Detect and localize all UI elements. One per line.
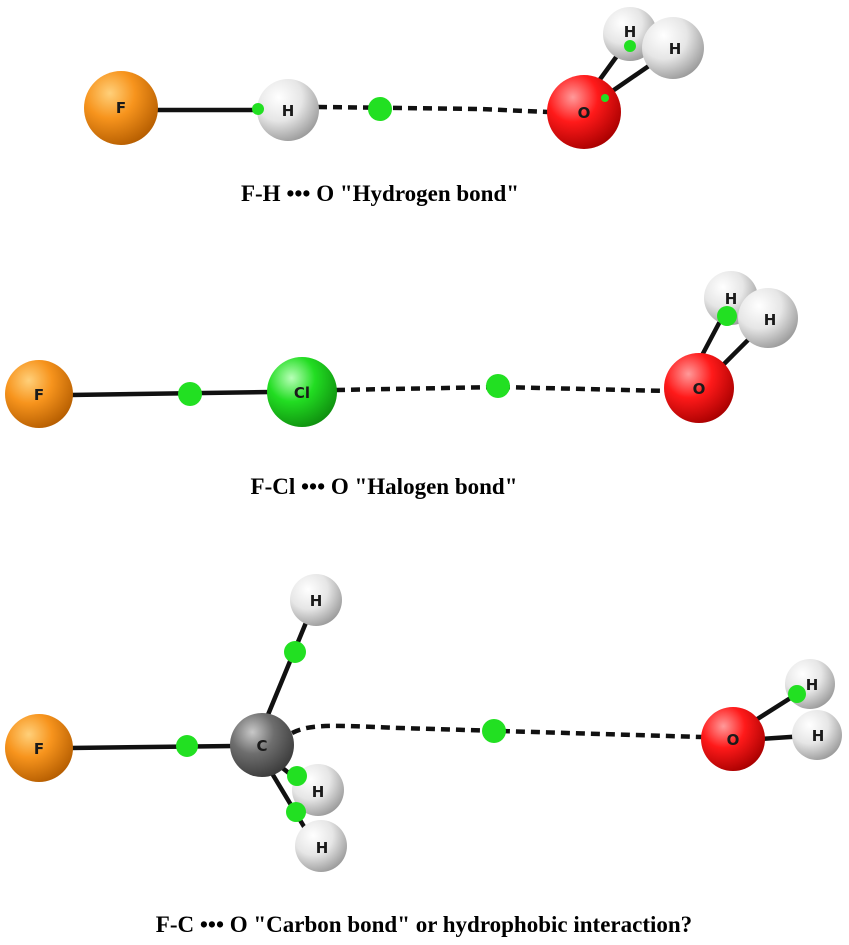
caption-carbon-bond: F-C ••• O "Carbon bond" or hydrophobic i… bbox=[156, 912, 692, 937]
critical-point-co bbox=[482, 719, 506, 743]
panel-halogen-bond: F Cl O H H F-Cl ••• O "Halogen bond" bbox=[5, 271, 798, 499]
bond-c-h-top bbox=[262, 605, 315, 725]
hydrogen-label-bottom: H bbox=[316, 839, 329, 857]
carbon-label: C bbox=[256, 737, 267, 755]
hydrogen-label-top: H bbox=[310, 592, 323, 610]
water-hydrogen-label-2: H bbox=[812, 727, 825, 745]
fluorine-label: F bbox=[34, 386, 44, 404]
water-hydrogen-label-2: H bbox=[764, 311, 777, 329]
critical-point-oh-water-1 bbox=[717, 306, 737, 326]
oxygen-atom bbox=[701, 707, 765, 771]
fluorine-label: F bbox=[116, 99, 126, 117]
critical-point-ch-mid bbox=[287, 766, 307, 786]
critical-point-fc bbox=[176, 735, 198, 757]
hydrogen-bond-dashed bbox=[317, 104, 549, 115]
critical-point-ch-bot bbox=[286, 802, 306, 822]
critical-point-ch-top bbox=[284, 641, 306, 663]
critical-point-oh-water-2 bbox=[601, 94, 609, 102]
critical-point-oh-water-1 bbox=[788, 685, 806, 703]
panel-hydrogen-bond: F H O H H F-H ••• O "Hydrogen bond" bbox=[84, 7, 704, 206]
water-hydrogen-atom-2 bbox=[792, 710, 842, 760]
oxygen-label: O bbox=[578, 104, 591, 122]
caption-hydrogen-bond: F-H ••• O "Hydrogen bond" bbox=[241, 181, 519, 206]
oxygen-label: O bbox=[727, 731, 740, 749]
carbon-bond-dashed bbox=[290, 723, 703, 740]
fluorine-atom bbox=[5, 714, 73, 782]
chlorine-label: Cl bbox=[294, 384, 310, 402]
water-hydrogen-label-1: H bbox=[725, 290, 738, 308]
oxygen-atom bbox=[547, 75, 621, 149]
critical-point-ho bbox=[368, 97, 392, 121]
fluorine-label: F bbox=[34, 740, 44, 758]
fluorine-atom bbox=[84, 71, 158, 145]
bond-f-cl bbox=[67, 389, 273, 398]
water-hydrogen-label-2: H bbox=[669, 40, 682, 58]
hydrogen-label-mid: H bbox=[312, 783, 325, 801]
hydrogen-atom-bottom bbox=[295, 820, 347, 872]
halogen-bond-dashed bbox=[335, 384, 669, 394]
critical-point-clo bbox=[486, 374, 510, 398]
critical-point-oh-water-1 bbox=[624, 40, 636, 52]
water-hydrogen-atom-2 bbox=[738, 288, 798, 348]
panel-carbon-bond: F H C H H O H H F-C ••• O "Carbon bond" … bbox=[5, 574, 842, 937]
critical-point-fh bbox=[252, 103, 264, 115]
oxygen-atom bbox=[664, 353, 734, 423]
caption-halogen-bond: F-Cl ••• O "Halogen bond" bbox=[251, 474, 518, 499]
water-hydrogen-label-1: H bbox=[624, 23, 637, 41]
fluorine-atom bbox=[5, 360, 73, 428]
chlorine-atom bbox=[267, 357, 337, 427]
critical-point-fcl bbox=[178, 382, 202, 406]
bond-f-c bbox=[67, 743, 238, 751]
hydrogen-atom-top bbox=[290, 574, 342, 626]
water-hydrogen-atom-2 bbox=[642, 17, 704, 79]
hydrogen-atom bbox=[257, 79, 319, 141]
hydrogen-label: H bbox=[282, 102, 295, 120]
carbon-atom bbox=[230, 713, 294, 777]
water-hydrogen-label-1: H bbox=[806, 676, 819, 694]
oxygen-label: O bbox=[693, 380, 706, 398]
